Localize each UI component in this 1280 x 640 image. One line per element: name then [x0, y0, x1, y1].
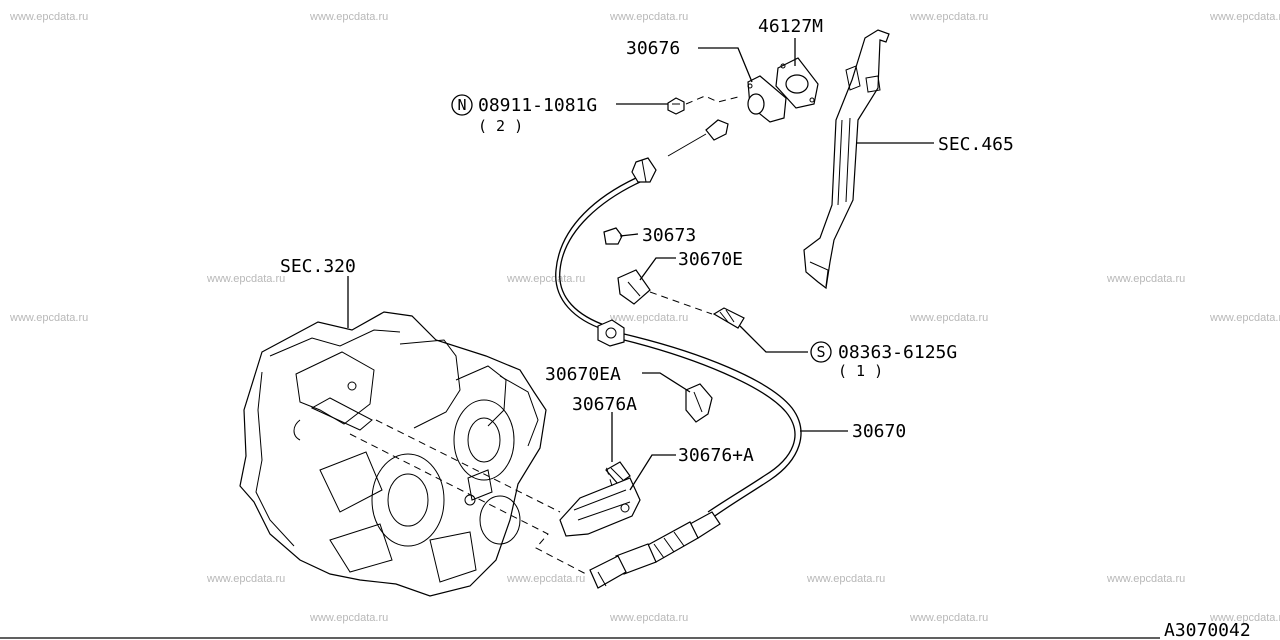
- dashed-guide: [605, 465, 613, 487]
- label-08363-6125g: 08363-6125G: [838, 342, 957, 363]
- label-30670e: 30670E: [678, 249, 743, 270]
- s-symbol-circle: [810, 341, 832, 363]
- dashed-guide: [375, 419, 561, 513]
- label-08911-qty: ( 2 ): [478, 117, 523, 135]
- watermark: www.epcdata.ru: [609, 612, 688, 624]
- watermark: www.epcdata.ru: [1209, 312, 1280, 324]
- nut-08911-drawing: [667, 97, 685, 115]
- clip-30673-drawing: [603, 227, 623, 245]
- watermark: www.epcdata.ru: [1209, 612, 1280, 624]
- label-30676-plus-a: 30676+A: [678, 445, 754, 466]
- label-sec465: SEC.465: [938, 134, 1014, 155]
- watermark: www.epcdata.ru: [909, 11, 988, 23]
- label-30670ea: 30670EA: [545, 364, 621, 385]
- diagram-code: A3070042: [1164, 620, 1251, 640]
- leader-lines: [347, 38, 934, 491]
- label-08911-symbol: N: [457, 96, 466, 114]
- callout-labels: 46127M 30676 N 08911-1081G ( 2 ) SEC.465…: [280, 16, 1014, 466]
- watermark-layer: www.epcdata.ru www.epcdata.ru www.epcdat…: [9, 11, 1280, 624]
- label-30670: 30670: [852, 421, 906, 442]
- watermark: www.epcdata.ru: [309, 612, 388, 624]
- watermark: www.epcdata.ru: [309, 11, 388, 23]
- bracket-30676-plus-a-drawing: [559, 477, 641, 537]
- label-30676: 30676: [626, 38, 680, 59]
- label-08911-1081g: 08911-1081G: [478, 95, 597, 116]
- dashed-guide: [349, 433, 587, 575]
- bolt-30676a-drawing: [605, 461, 631, 485]
- watermark: www.epcdata.ru: [1209, 11, 1280, 23]
- bracket-30670ea-drawing: [685, 383, 713, 423]
- n-symbol-circle: [451, 94, 473, 116]
- label-sec320: SEC.320: [280, 256, 356, 277]
- transmission-drawing: [239, 311, 547, 597]
- watermark: www.epcdata.ru: [506, 273, 585, 285]
- bracket-30676-drawing: [747, 75, 787, 123]
- label-08363-symbol: S: [816, 343, 825, 361]
- clutch-pedal-drawing: [803, 29, 890, 290]
- watermark: www.epcdata.ru: [206, 273, 285, 285]
- label-46127m: 46127M: [758, 16, 823, 37]
- watermark: www.epcdata.ru: [1106, 573, 1185, 585]
- watermark: www.epcdata.ru: [506, 573, 585, 585]
- dashed-guide: [685, 95, 743, 105]
- watermark: www.epcdata.ru: [609, 11, 688, 23]
- watermark: www.epcdata.ru: [1106, 273, 1185, 285]
- watermark: www.epcdata.ru: [806, 573, 885, 585]
- watermark: www.epcdata.ru: [909, 312, 988, 324]
- watermark: www.epcdata.ru: [9, 11, 88, 23]
- watermark: www.epcdata.ru: [9, 312, 88, 324]
- clutch-cable-drawing: [555, 119, 802, 589]
- watermark: www.epcdata.ru: [909, 612, 988, 624]
- watermark: www.epcdata.ru: [609, 312, 688, 324]
- bolt-08363-drawing: [712, 307, 745, 329]
- label-30673: 30673: [642, 225, 696, 246]
- label-30676a: 30676A: [572, 394, 637, 415]
- watermark: www.epcdata.ru: [206, 573, 285, 585]
- label-08363-qty: ( 1 ): [838, 362, 883, 380]
- grommet-46127m-drawing: [775, 57, 819, 109]
- bracket-30670e-drawing: [617, 269, 713, 315]
